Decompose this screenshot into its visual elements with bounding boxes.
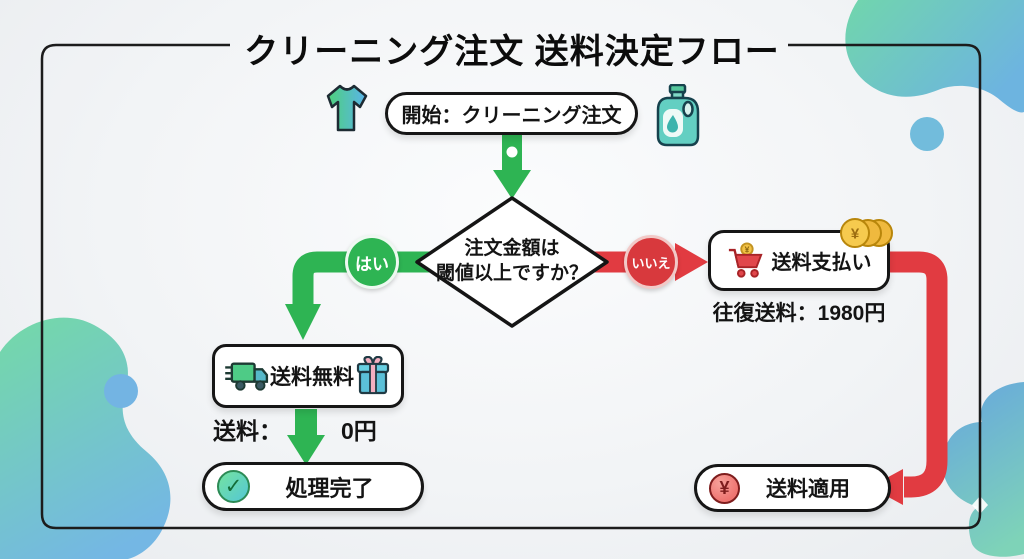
yen-icon: ¥: [709, 472, 740, 504]
edge-free-to-complete: [287, 409, 325, 465]
start-node: 開始：クリーニング注文: [385, 92, 638, 135]
yen-glyph: ¥: [719, 477, 730, 498]
paid-shipping-detail: 往復送料：1980円: [712, 302, 886, 325]
delivery-truck-icon: [225, 362, 269, 391]
check-icon: ✓: [217, 470, 250, 503]
fee-label: 送料：: [213, 418, 282, 444]
blob-bottom-left: [0, 317, 171, 559]
yes-edge-badge: はい: [345, 235, 399, 289]
paid-shipping-label: 送料支払い: [771, 252, 872, 274]
cart-coin-yen: ¥: [744, 244, 749, 254]
no-label: いいえ: [631, 255, 671, 271]
tshirt-icon: [326, 84, 368, 132]
decision-question-line1: 注文金額は: [464, 238, 560, 259]
decision-question-line2: 閾値以上ですか？: [435, 263, 588, 284]
blob-top-right: [845, 0, 1024, 151]
apply-shipping-label: 送料適用: [766, 478, 850, 501]
connector-dot: [506, 146, 518, 158]
no-edge-badge: いいえ: [624, 235, 678, 289]
free-shipping-label: 送料無料: [270, 366, 354, 389]
blob-bottom-right: [942, 382, 1024, 557]
complete-label: 処理完了: [285, 475, 374, 501]
apply-shipping-node: ¥ 送料適用: [694, 464, 891, 512]
detergent-bottle-icon: [656, 84, 700, 147]
free-shipping-node: 送料無料: [212, 344, 404, 408]
gift-icon: [356, 356, 390, 395]
complete-node: ✓ 処理完了: [202, 462, 424, 511]
decision-question: 注文金額は 閾値以上ですか？: [402, 236, 622, 286]
edge-start-to-decision: [493, 134, 531, 199]
yes-label: はい: [355, 254, 389, 274]
coins-icon: ¥: [840, 218, 893, 248]
page-title: クリーニング注文 送料決定フロー: [244, 33, 780, 71]
check-glyph: ✓: [224, 475, 243, 498]
coins-yen: ¥: [851, 226, 860, 243]
start-label: 開始：クリーニング注文: [401, 105, 622, 127]
cart-icon: ¥: [728, 242, 763, 278]
fee-value: 0円: [341, 418, 377, 444]
